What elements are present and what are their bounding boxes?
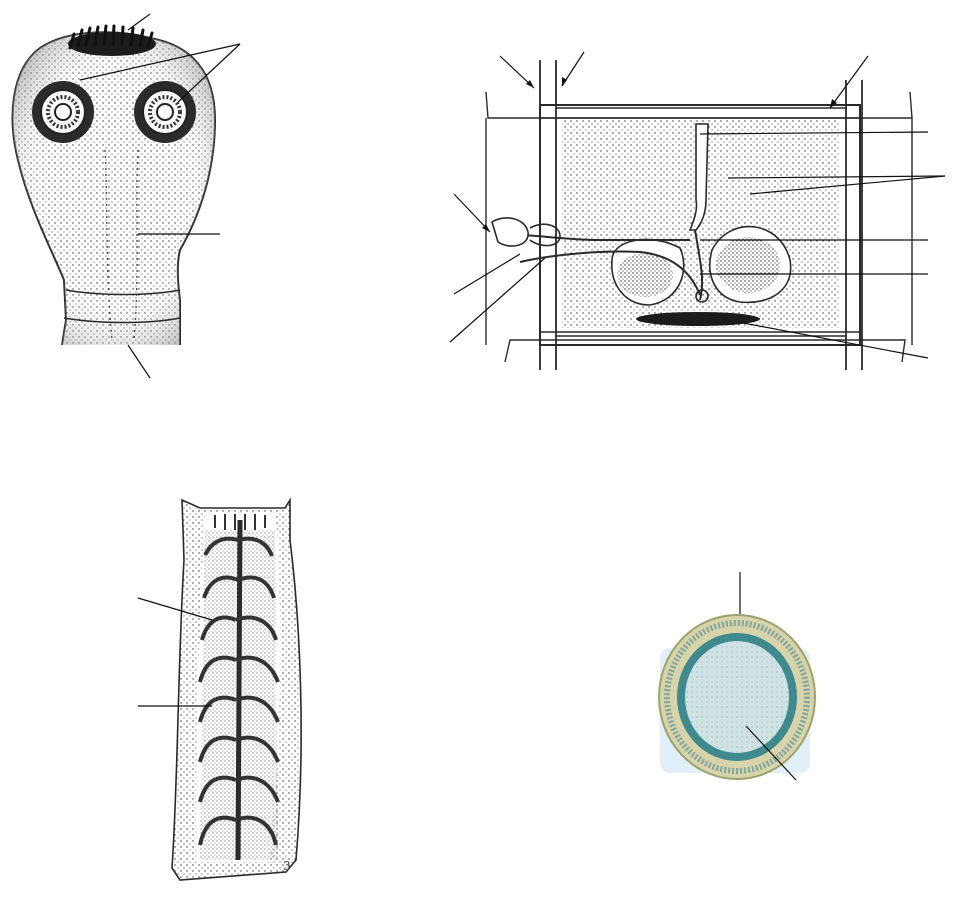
vitelline-gland (636, 312, 760, 326)
scolex-outline (13, 32, 215, 345)
scolex-figure (0, 0, 260, 390)
egg-figure (650, 560, 830, 790)
svg-text:3: 3 (283, 859, 291, 873)
sucker-right (134, 81, 196, 143)
sucker-left (32, 81, 94, 143)
gravid-proglottid-figure: 3 (130, 490, 320, 890)
mature-proglottid-figure (440, 40, 953, 380)
rostellum-hooks (68, 26, 156, 56)
egg-oncosphere (685, 641, 789, 753)
